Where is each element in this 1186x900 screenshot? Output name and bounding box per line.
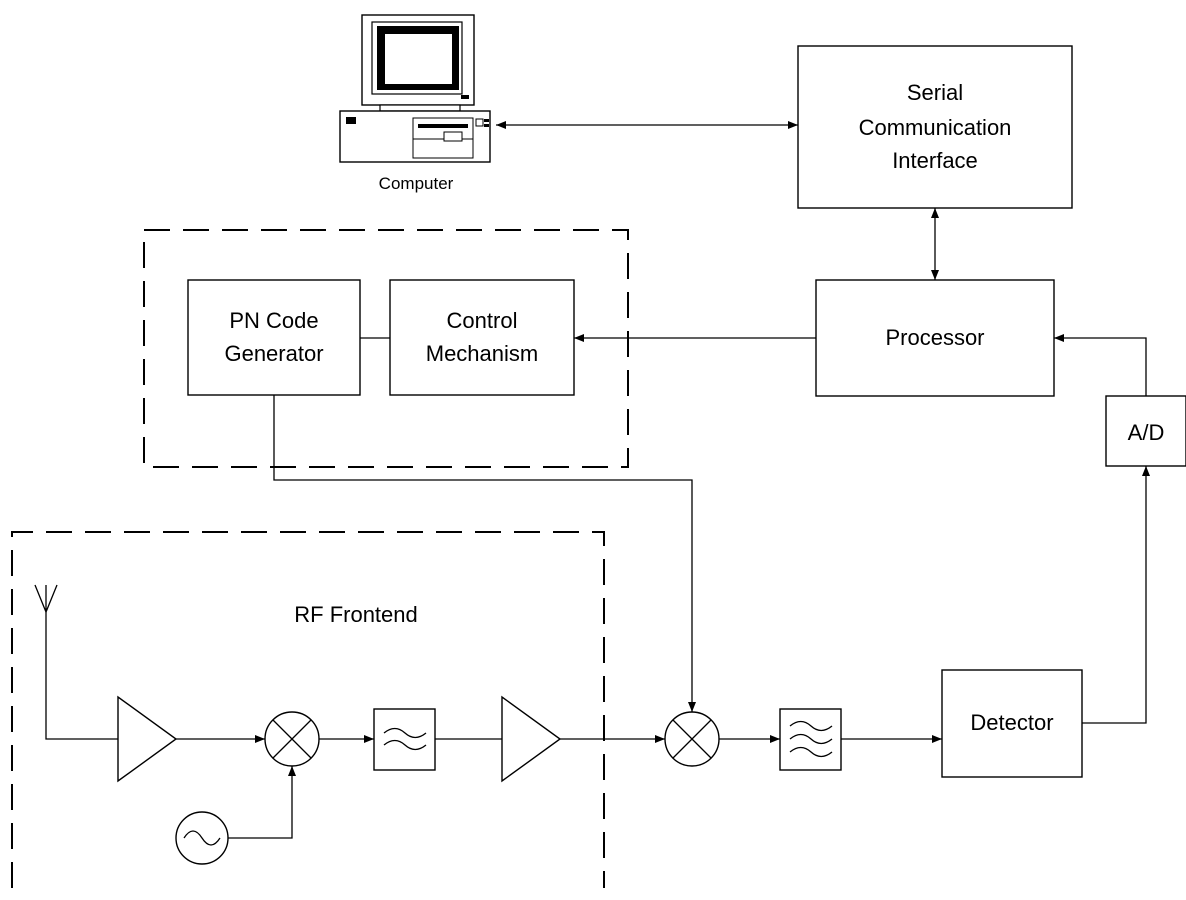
control-mechanism-box — [389, 279, 575, 396]
control-label-line2: Mechanism — [426, 341, 538, 366]
antenna-amp-link — [45, 612, 118, 740]
detector-box — [941, 669, 1083, 778]
mixer-icon — [664, 711, 720, 767]
bandpass-filter-icon — [373, 708, 436, 771]
oscillator-icon — [175, 811, 229, 865]
antenna-icon — [34, 584, 58, 614]
serial-communication-interface-box — [797, 45, 1073, 209]
processor-label: Processor — [885, 325, 984, 350]
amplifier-icon — [117, 695, 178, 783]
rf-frontend-label: RF Frontend — [294, 602, 418, 627]
ad-processor-link — [1054, 334, 1147, 396]
serial-label-line3: Interface — [892, 148, 978, 173]
detector-label: Detector — [970, 710, 1053, 735]
amplifier-icon — [501, 695, 562, 783]
computer-icon — [339, 14, 491, 163]
rf-frontend-group — [11, 531, 605, 888]
oscillator-mixer-link — [228, 766, 296, 839]
pn-control-group — [143, 229, 629, 468]
ad-converter-box — [1105, 395, 1186, 467]
pn-label-line1: PN Code — [229, 308, 318, 333]
mixer-icon — [264, 711, 320, 767]
serial-label-line2: Communication — [859, 115, 1012, 140]
detector-ad-link — [1082, 466, 1150, 724]
pn-mixer-link — [273, 395, 696, 712]
computer-label: Computer — [379, 174, 454, 193]
ad-label: A/D — [1128, 420, 1165, 445]
pn-label-line2: Generator — [224, 341, 323, 366]
pn-code-generator-box — [187, 279, 361, 396]
bandpass-filter-icon — [779, 708, 842, 771]
control-label-line1: Control — [447, 308, 518, 333]
serial-label-line1: Serial — [907, 80, 963, 105]
